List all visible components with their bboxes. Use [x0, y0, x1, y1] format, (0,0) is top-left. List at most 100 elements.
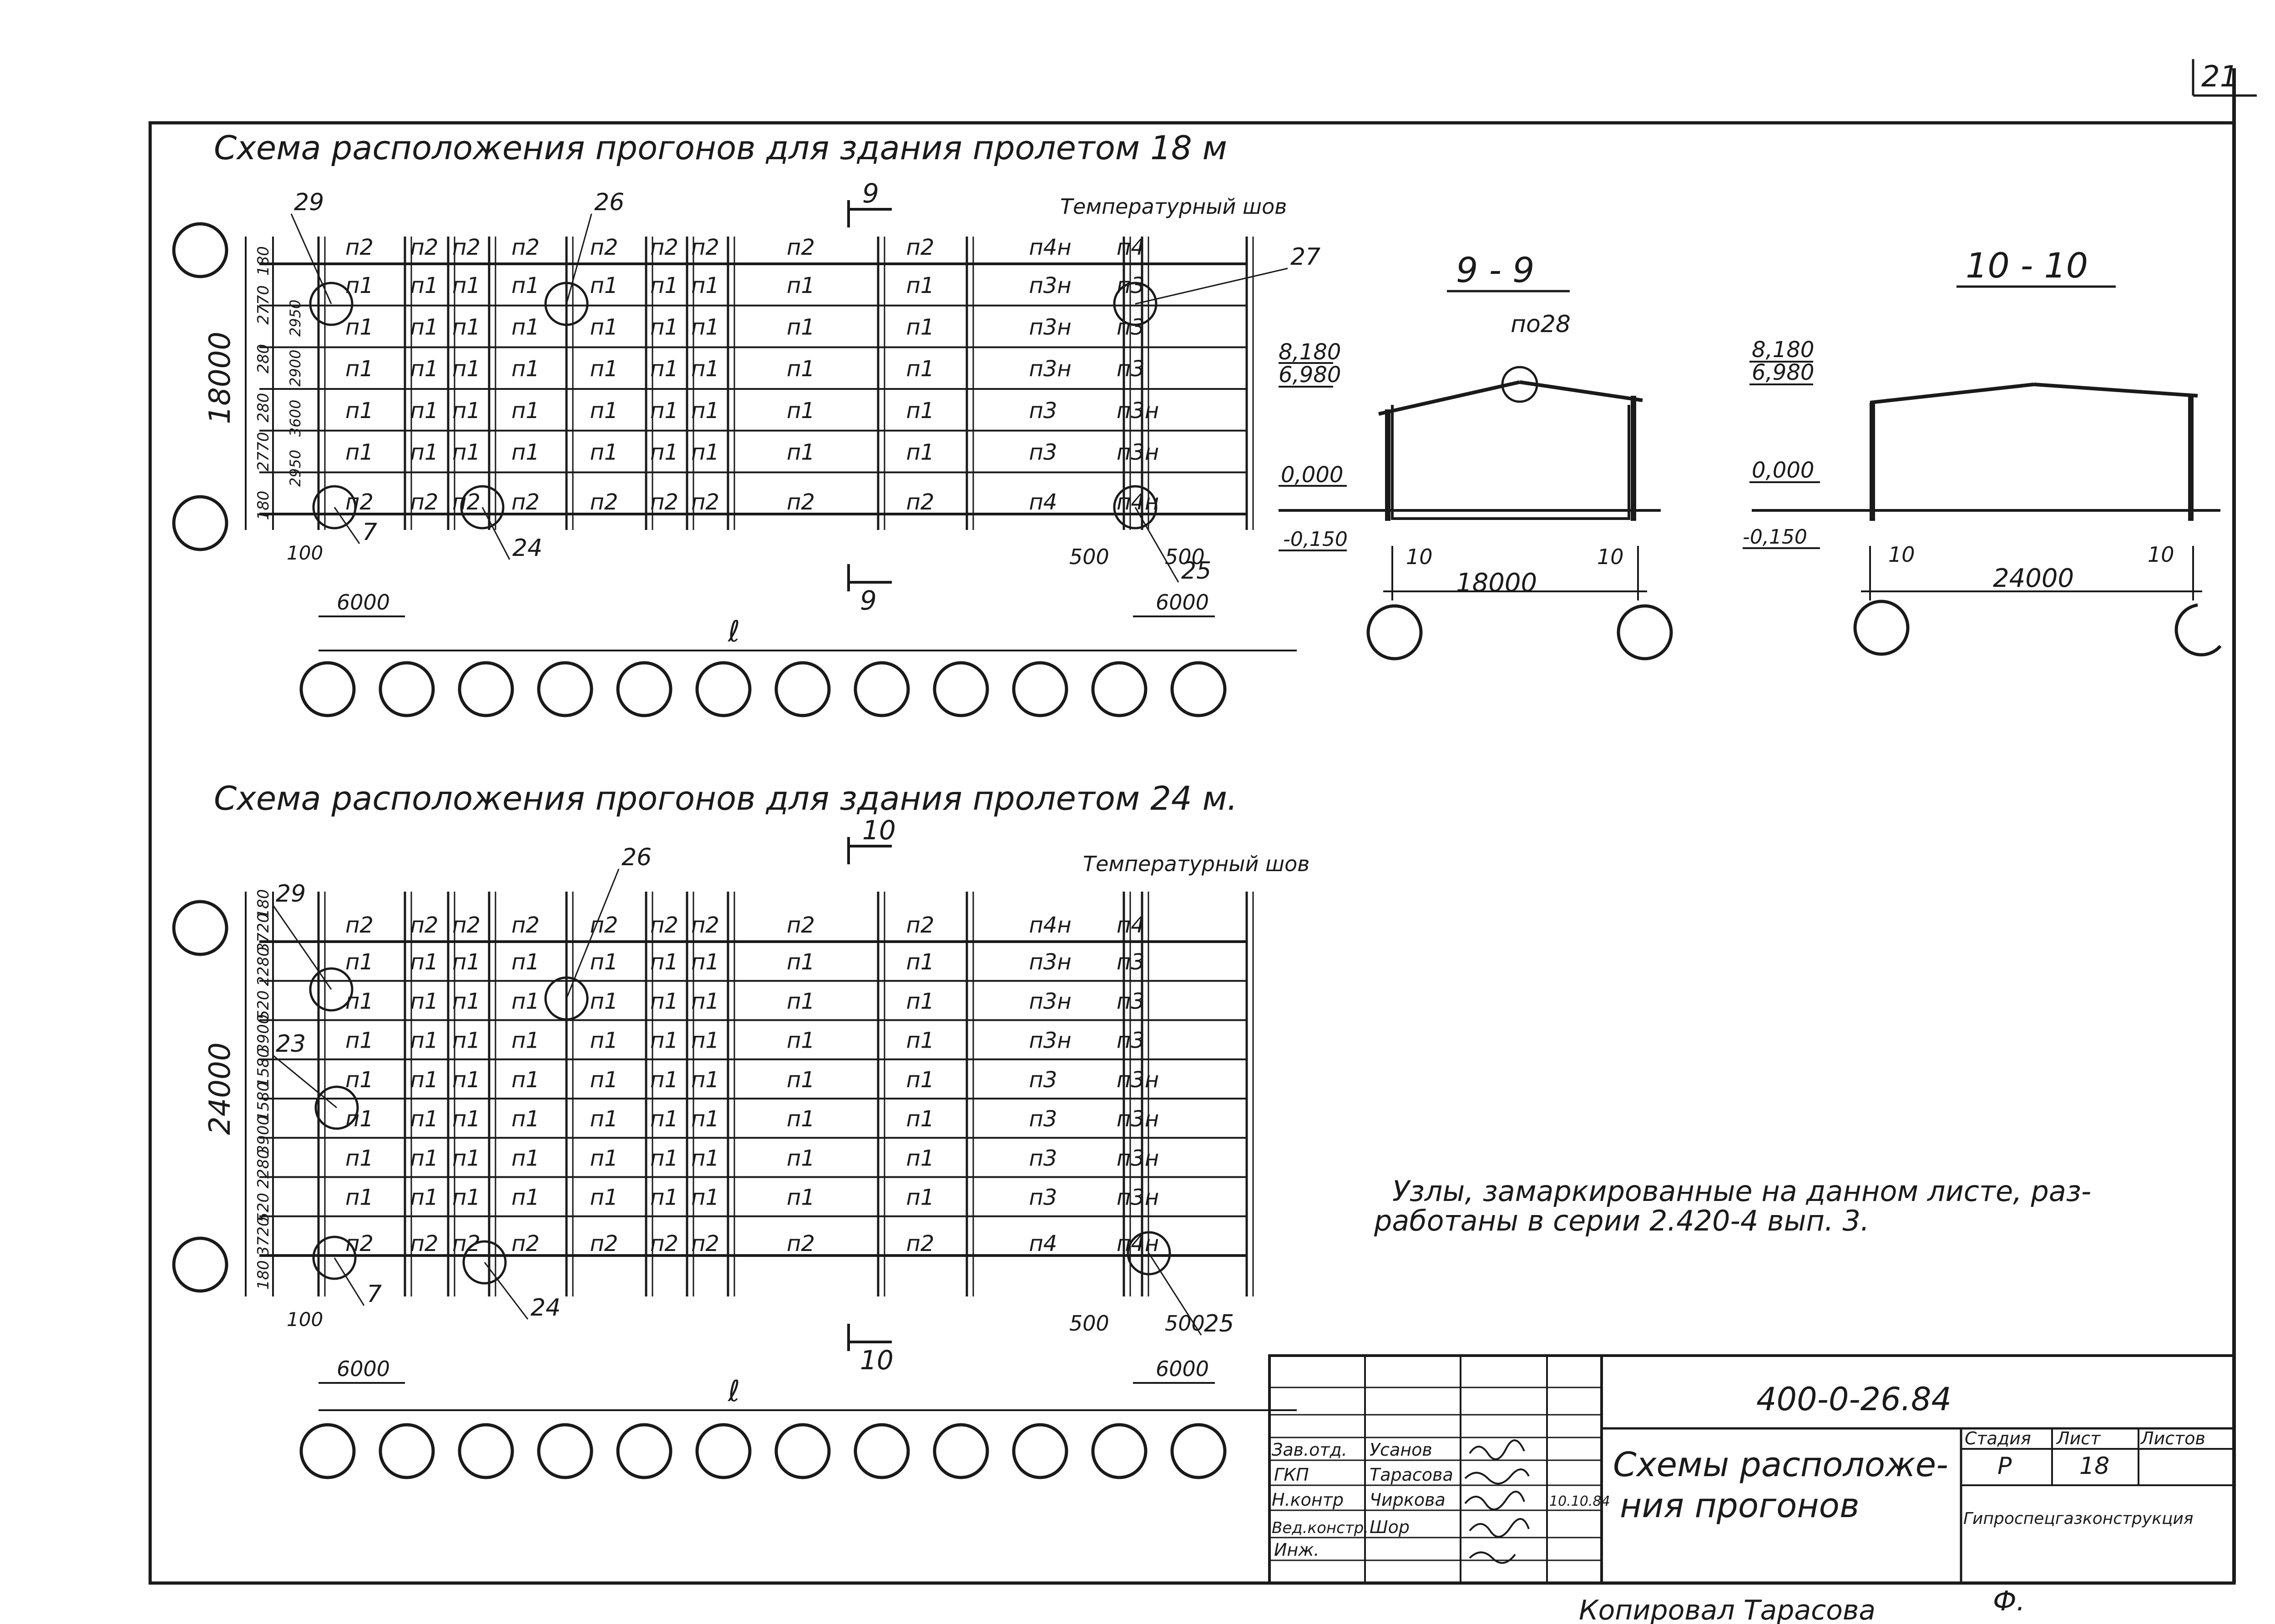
node-callout [462, 1240, 507, 1285]
purlin-label: п1 [410, 440, 439, 465]
temperature-joint-label: Температурный шов [1083, 852, 1309, 876]
grid-axis-bubble [854, 1423, 910, 1479]
purlin-label: п2 [345, 235, 374, 260]
purlin-label: п1 [906, 398, 935, 424]
section-mark-label: 10 [862, 815, 896, 846]
purlin-label: п1 [691, 1067, 719, 1093]
grid-axis-bubble [1012, 661, 1068, 717]
purlin-label: п2 [511, 489, 540, 515]
purlin-label: п1 [590, 273, 618, 298]
svg-text:Стадия: Стадия [1965, 1428, 2031, 1448]
purlin-label: п1 [787, 440, 815, 465]
purlin-label: п1 [650, 1106, 678, 1132]
bottom-dim: 500 [1069, 1311, 1109, 1336]
purlin-label: п2 [410, 1231, 439, 1256]
purlin-label: п2 [906, 913, 935, 938]
purlin-label: п4 [1029, 1231, 1057, 1256]
svg-text:Шор: Шор [1370, 1517, 1410, 1537]
purlin-label: п1 [345, 1067, 374, 1093]
purlin-label: п1 [906, 989, 935, 1014]
purlin-label: п1 [906, 273, 935, 298]
svg-text:Усанов: Усанов [1370, 1440, 1432, 1460]
section-mark-label: 9 [862, 178, 879, 209]
section-9-9: 9 - 9 по28 8,180 6,980 0,000 -0,150 10 1… [1279, 250, 1673, 661]
callout-leader [334, 507, 360, 544]
callout-leader [481, 507, 511, 560]
purlin-label: п3н [1029, 315, 1072, 340]
purlin-label: п1 [650, 1185, 678, 1210]
purlin-label: п2 [906, 235, 935, 260]
inner-dim: 2950 [287, 450, 304, 487]
page-number: 21 [2201, 60, 2238, 94]
svg-text:Тарасова: Тарасова [1370, 1465, 1453, 1485]
axis-label: ℓ [728, 615, 740, 649]
grid-axis-bubble [695, 1423, 752, 1479]
vertical-dim: 1580 [254, 1048, 273, 1088]
callout-leader [272, 905, 332, 990]
svg-text:Лист: Лист [2056, 1428, 2101, 1448]
purlin-label: п1 [650, 989, 678, 1014]
axis-label: ℓ [728, 1375, 740, 1408]
node-callout [460, 485, 505, 530]
callout-leader [566, 868, 620, 999]
purlin-label: п2 [452, 913, 480, 938]
temperature-joint-label: Температурный шов [1060, 194, 1287, 219]
purlin-label: п2 [345, 913, 374, 938]
grid-axis-bubble [537, 1423, 593, 1479]
purlin-label: п1 [691, 273, 719, 298]
purlin-label: п1 [511, 440, 540, 465]
vertical-dim: 180 [254, 1260, 273, 1290]
org-name: Гипроспецгазконструкция [1963, 1509, 2194, 1528]
purlin-label: п3н [1117, 1067, 1159, 1093]
vertical-dim: 2770 [254, 285, 273, 325]
purlin-label: п1 [410, 1145, 439, 1171]
callout-number: 24 [512, 535, 542, 562]
purlin-label: п1 [691, 1028, 719, 1054]
svg-text:Р: Р [1997, 1453, 2012, 1480]
purlin-label: п1 [691, 1106, 719, 1132]
purlin-label: п1 [787, 356, 815, 382]
purlin-label: п1 [452, 1106, 480, 1132]
purlin-label: п1 [590, 356, 618, 382]
purlin-label: п1 [906, 1145, 935, 1171]
purlin-label: п3 [1117, 273, 1145, 298]
purlin-label: п1 [511, 356, 540, 382]
purlin-label: п2 [787, 913, 815, 938]
grid-axis-bubble [299, 1423, 356, 1479]
vertical-dim: 3900 [254, 1014, 273, 1054]
grid-axis-bubble [774, 1423, 831, 1479]
purlin-label: п1 [691, 440, 719, 465]
grid-axis-bubble [537, 661, 593, 717]
signature-5 [1469, 1551, 1516, 1564]
purlin-label: п1 [787, 273, 815, 298]
purlin-label: п4н [1029, 913, 1072, 938]
purlin-label: п1 [691, 356, 719, 382]
purlin-label: п1 [345, 1028, 374, 1054]
purlin-label: п1 [691, 949, 719, 975]
node-callout [312, 1236, 357, 1280]
purlin-label: п1 [691, 398, 719, 424]
purlin-label: п1 [452, 949, 480, 975]
section-mark-label: 10 [860, 1345, 894, 1376]
section-10-title: 10 - 10 [1966, 245, 2088, 286]
purlin-label: п2 [590, 235, 618, 260]
vertical-dim: 2280 [254, 1149, 273, 1189]
purlin-label: п1 [410, 949, 439, 975]
bottom-dim: 6000 [1156, 590, 1209, 615]
signature-1 [1469, 1439, 1525, 1460]
purlin-label: п1 [787, 1067, 815, 1093]
purlin-label: п1 [906, 949, 935, 975]
purlin-label: п1 [906, 356, 935, 382]
svg-text:6,980: 6,980 [1752, 360, 1814, 385]
purlin-label: п1 [906, 1106, 935, 1132]
purlin-label: п1 [511, 1067, 540, 1093]
purlin-label: п2 [650, 913, 678, 938]
purlin-label: п2 [691, 1231, 719, 1256]
node-callout [1113, 485, 1158, 530]
purlin-label: п1 [691, 1185, 719, 1210]
purlin-label: п2 [650, 235, 678, 260]
bottom-dim: 100 [287, 542, 323, 564]
callout-number: 23 [276, 1030, 306, 1058]
callout-leader [334, 1257, 365, 1306]
